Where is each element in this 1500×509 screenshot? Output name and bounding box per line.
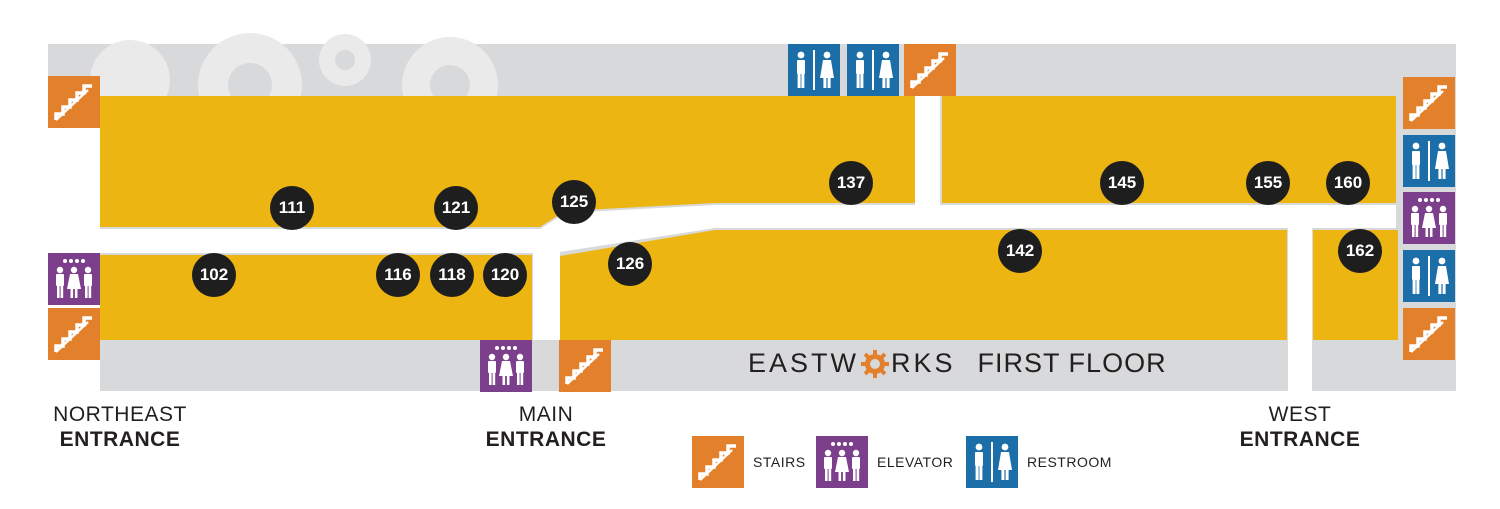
legend-elevator-label: ELEVATOR [877, 454, 954, 470]
elevator-icon [815, 436, 869, 488]
west-entrance-label: WEST ENTRANCE [1239, 403, 1361, 451]
restroom-icon [786, 44, 842, 96]
title-eastworks-part1: EASTW [748, 348, 860, 378]
stairs-icon [48, 76, 100, 128]
elevator-icon [1402, 192, 1456, 244]
elevator-icon [48, 253, 100, 305]
title-eastworks-part2: RKS [891, 348, 956, 378]
stairs-icon [48, 308, 100, 360]
stairs-icon [1402, 308, 1456, 360]
room-marker-145[interactable]: 145 [1100, 161, 1144, 205]
legend-stairs: STAIRS [691, 436, 806, 488]
room-marker-142[interactable]: 142 [998, 229, 1042, 273]
elevator-icon [480, 340, 532, 392]
restroom-icon [965, 436, 1019, 488]
stairs-icon [1402, 77, 1456, 129]
main-entrance-label: MAIN ENTRANCE [485, 403, 607, 451]
stairs-icon [904, 44, 956, 96]
room-block-south-middle [560, 230, 1287, 340]
stairs-icon [691, 436, 745, 488]
legend-elevator: ELEVATOR [815, 436, 953, 488]
title-floor: FIRST FLOOR [977, 348, 1167, 378]
northeast-entrance-label: NORTHEAST ENTRANCE [53, 403, 187, 451]
room-marker-120[interactable]: 120 [483, 253, 527, 297]
legend-restroom: RESTROOM [965, 436, 1112, 488]
room-marker-125[interactable]: 125 [552, 180, 596, 224]
room-marker-111[interactable]: 111 [270, 186, 314, 230]
restroom-icon [845, 44, 901, 96]
room-blocks [100, 96, 1398, 340]
room-marker-126[interactable]: 126 [608, 242, 652, 286]
restroom-icon [1402, 135, 1456, 187]
room-marker-155[interactable]: 155 [1246, 161, 1290, 205]
map-title: EASTW RKS FIRST FLOOR [748, 348, 1167, 379]
stairs-icon [558, 340, 612, 392]
room-marker-160[interactable]: 160 [1326, 161, 1370, 205]
room-marker-137[interactable]: 137 [829, 161, 873, 205]
room-marker-162[interactable]: 162 [1338, 229, 1382, 273]
room-marker-116[interactable]: 116 [376, 253, 420, 297]
gear-icon [860, 349, 890, 379]
room-block-north-east [942, 96, 1396, 203]
legend-restroom-label: RESTROOM [1027, 454, 1112, 470]
room-marker-118[interactable]: 118 [430, 253, 474, 297]
room-marker-121[interactable]: 121 [434, 186, 478, 230]
room-marker-102[interactable]: 102 [192, 253, 236, 297]
legend-stairs-label: STAIRS [753, 454, 806, 470]
restroom-icon [1402, 250, 1456, 302]
